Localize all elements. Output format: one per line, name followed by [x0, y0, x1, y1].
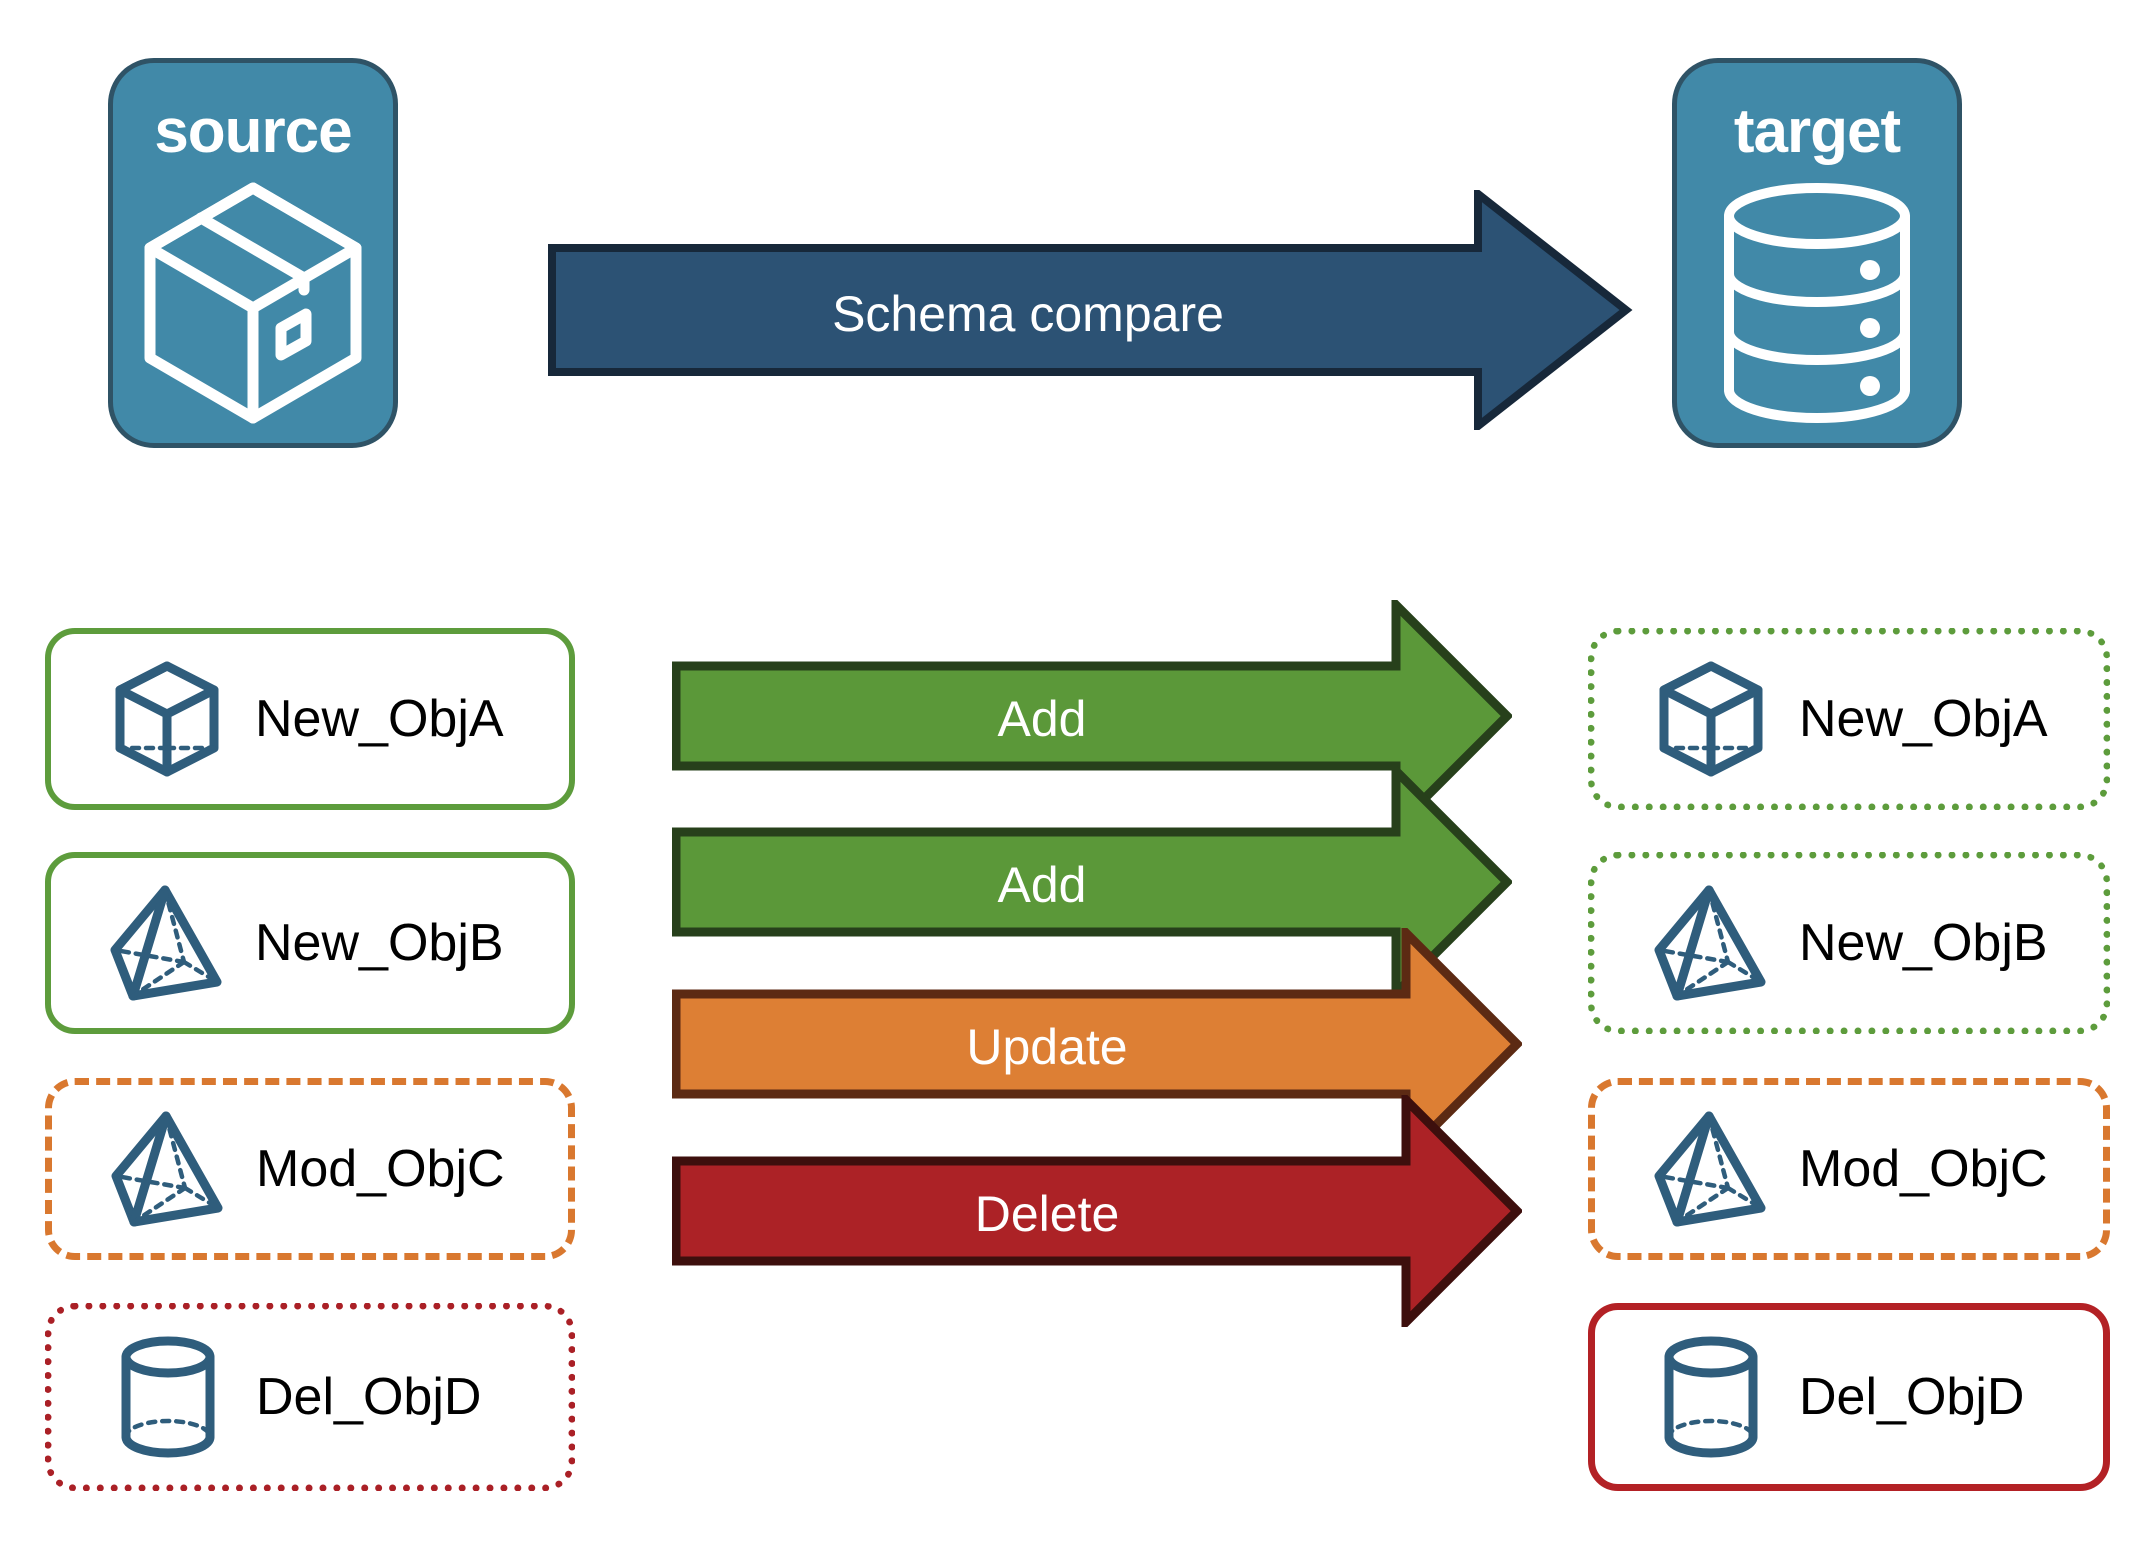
- endpoint-label-source: source: [154, 97, 352, 166]
- wireframe-pyramid-icon: [101, 884, 233, 1002]
- target-object-box-row1[interactable]: New_ObjA: [1588, 628, 2110, 810]
- action-arrow-row4[interactable]: [671, 1089, 1524, 1333]
- action-arrow-label-row2: Add: [997, 857, 1087, 913]
- target-object-box-row3[interactable]: Mod_ObjC: [1588, 1078, 2110, 1260]
- wireframe-cylinder-icon: [1645, 1335, 1777, 1459]
- wireframe-cube-icon: [1645, 660, 1777, 778]
- action-arrow-label-row3: Update: [966, 1019, 1128, 1075]
- source-object-box-row4[interactable]: Del_ObjD: [45, 1303, 575, 1491]
- source-object-label-row2: New_ObjB: [255, 914, 504, 972]
- schema-compare-arrow[interactable]: [548, 185, 1633, 435]
- target-object-box-row2[interactable]: New_ObjB: [1588, 852, 2110, 1034]
- action-arrow-row2[interactable]: [671, 760, 1514, 1004]
- action-arrow-label-row1: Add: [997, 691, 1087, 747]
- wireframe-cube-icon: [101, 660, 233, 778]
- wireframe-pyramid-icon: [102, 1110, 234, 1228]
- source-object-label-row1: New_ObjA: [255, 690, 504, 748]
- action-arrow-row3[interactable]: [671, 922, 1524, 1166]
- endpoint-card-target[interactable]: target: [1672, 58, 1962, 448]
- package-box-icon: [113, 163, 393, 443]
- source-object-box-row1[interactable]: New_ObjA: [45, 628, 575, 810]
- target-object-box-row4[interactable]: Del_ObjD: [1588, 1303, 2110, 1491]
- source-object-label-row3: Mod_ObjC: [256, 1140, 505, 1198]
- schema-compare-arrow-label: Schema compare: [832, 286, 1224, 342]
- target-object-label-row3: Mod_ObjC: [1799, 1140, 2048, 1198]
- source-object-box-row2[interactable]: New_ObjB: [45, 852, 575, 1034]
- source-object-box-row3[interactable]: Mod_ObjC: [45, 1078, 575, 1260]
- wireframe-cylinder-icon: [102, 1335, 234, 1459]
- target-object-label-row1: New_ObjA: [1799, 690, 2048, 748]
- endpoint-card-source[interactable]: source: [108, 58, 398, 448]
- source-object-label-row4: Del_ObjD: [256, 1368, 482, 1426]
- action-arrow-row1[interactable]: [671, 594, 1514, 838]
- action-arrow-label-row4: Delete: [974, 1186, 1120, 1242]
- endpoint-label-target: target: [1733, 97, 1901, 166]
- target-object-label-row2: New_ObjB: [1799, 914, 2048, 972]
- target-object-label-row4: Del_ObjD: [1799, 1368, 2025, 1426]
- database-cylinder-icon: [1677, 163, 1957, 443]
- wireframe-pyramid-icon: [1645, 1110, 1777, 1228]
- wireframe-pyramid-icon: [1645, 884, 1777, 1002]
